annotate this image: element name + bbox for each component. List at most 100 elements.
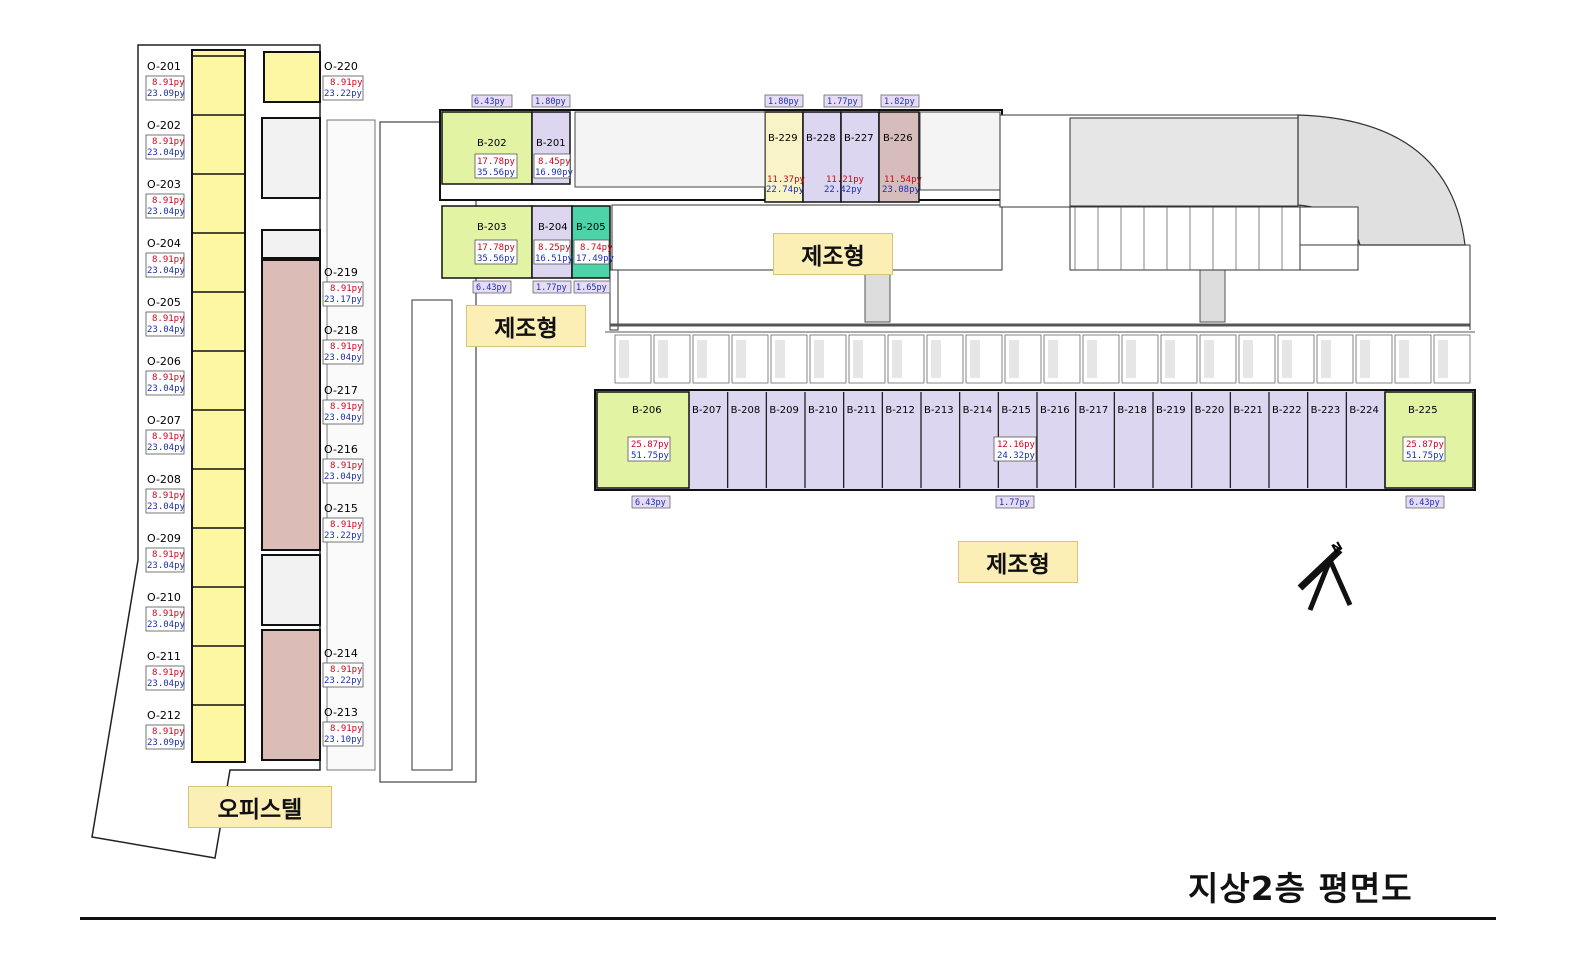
unit-b206-total: 51.75py	[631, 451, 670, 461]
unit-b225-total: 51.75py	[1406, 451, 1445, 461]
unit-b202-name: B-202	[477, 138, 507, 149]
unit-b205-total: 17.49py	[576, 254, 615, 264]
unit-label-b-217: B-217	[1079, 405, 1109, 416]
unit-b204-total: 16.51py	[535, 254, 574, 264]
unit-area-supply: 23.04py	[147, 679, 186, 689]
width-tag: 6.43py	[1409, 498, 1440, 508]
width-tag: 1.65py	[576, 283, 607, 293]
unit-area-exclusive: 8.91py	[330, 461, 363, 471]
unit-area-supply: 23.04py	[147, 148, 186, 158]
unit-label-o-218: O-218	[324, 324, 358, 337]
unit-b228-area: 11.21py	[826, 175, 865, 185]
unit-area-exclusive: 8.91py	[152, 78, 185, 88]
unit-label-b-223: B-223	[1311, 405, 1341, 416]
unit-area-supply: 23.04py	[147, 384, 186, 394]
unit-area-supply: 23.04py	[324, 472, 363, 482]
unit-label-b-212: B-212	[885, 405, 915, 416]
unit-area-supply: 23.22py	[324, 89, 363, 99]
unit-area-supply: 23.04py	[147, 620, 186, 630]
unit-label-o-203: O-203	[147, 178, 181, 191]
unit-b229-total: 22.74py	[766, 185, 805, 195]
unit-area-supply: 23.04py	[147, 443, 186, 453]
officetel-right-labels: O-2208.91py23.22pyO-2198.91py23.17pyO-21…	[322, 60, 364, 747]
width-tag: 1.77py	[999, 498, 1030, 508]
unit-area-exclusive: 8.91py	[152, 432, 185, 442]
unit-mid-area: 12.16py	[997, 440, 1036, 450]
width-tag: 1.82py	[884, 97, 915, 107]
width-tag: 6.43py	[635, 498, 666, 508]
width-tag: 1.77py	[536, 283, 567, 293]
officetel-left-labels: O-2018.91py23.09pyO-2028.91py23.04pyO-20…	[145, 60, 186, 750]
unit-label-o-205: O-205	[147, 296, 181, 309]
unit-b229-name: B-229	[768, 133, 798, 144]
b-unit-labels: B-202 17.78py 35.56py B-201 8.45py 16.90…	[474, 133, 1446, 462]
unit-label-o-208: O-208	[147, 473, 181, 486]
unit-b226-total: 23.08py	[882, 185, 921, 195]
unit-label-o-202: O-202	[147, 119, 181, 132]
zone-label-manufacturing-c: 제조형	[958, 541, 1078, 583]
unit-area-supply: 23.09py	[147, 738, 186, 748]
unit-area-supply: 23.04py	[324, 413, 363, 423]
zone-label-manufacturing-a: 제조형	[466, 305, 586, 347]
unit-b202-area: 17.78py	[477, 157, 516, 167]
unit-label-o-211: O-211	[147, 650, 181, 663]
unit-b205-name: B-205	[576, 222, 606, 233]
unit-b228-name: B-228	[806, 133, 836, 144]
unit-area-exclusive: 8.91py	[330, 724, 363, 734]
unit-b225-area: 25.87py	[1406, 440, 1445, 450]
unit-label-b-210: B-210	[808, 405, 838, 416]
parking-ramp	[999, 114, 1471, 330]
unit-label-o-206: O-206	[147, 355, 181, 368]
width-tags: 6.43py 1.80py 1.80py 1.77py 1.82py 6.43p…	[471, 94, 1445, 509]
unit-area-exclusive: 8.91py	[152, 609, 185, 619]
unit-label-o-219: O-219	[324, 266, 358, 279]
parking-bays	[614, 207, 1471, 384]
width-tag: 6.43py	[474, 97, 505, 107]
unit-b201-total: 16.90py	[535, 168, 574, 178]
unit-area-exclusive: 8.91py	[152, 373, 185, 383]
unit-b225-name: B-225	[1408, 405, 1438, 416]
unit-area-exclusive: 8.91py	[152, 137, 185, 147]
unit-area-supply: 23.22py	[324, 676, 363, 686]
unit-b203-name: B-203	[477, 222, 507, 233]
unit-area-supply: 23.17py	[324, 295, 363, 305]
unit-area-supply: 23.04py	[147, 207, 186, 217]
unit-label-o-216: O-216	[324, 443, 358, 456]
unit-area-exclusive: 8.91py	[152, 255, 185, 265]
unit-label-b-222: B-222	[1272, 405, 1302, 416]
unit-b229-area: 11.37py	[767, 175, 806, 185]
page-title: 지상2층 평면도	[1188, 869, 1413, 908]
unit-area-exclusive: 8.91py	[152, 727, 185, 737]
b-row-dividers	[727, 392, 1386, 488]
unit-label-b-216: B-216	[1040, 405, 1070, 416]
unit-b204-area: 8.25py	[538, 243, 571, 253]
unit-b206-name: B-206	[632, 405, 662, 416]
unit-b205-area: 8.74py	[580, 243, 613, 253]
unit-b202-total: 35.56py	[477, 168, 516, 178]
unit-b203-total: 35.56py	[477, 254, 516, 264]
unit-label-b-221: B-221	[1233, 405, 1263, 416]
unit-area-supply: 23.09py	[147, 89, 186, 99]
unit-b227-name: B-227	[844, 133, 874, 144]
unit-area-supply: 23.22py	[324, 531, 363, 541]
unit-label-o-204: O-204	[147, 237, 181, 250]
unit-area-supply: 23.04py	[147, 561, 186, 571]
unit-b226-name: B-226	[883, 133, 913, 144]
unit-label-o-210: O-210	[147, 591, 181, 604]
unit-area-supply: 23.04py	[147, 502, 186, 512]
unit-area-exclusive: 8.91py	[152, 491, 185, 501]
unit-area-supply: 23.04py	[324, 353, 363, 363]
title-underline	[80, 917, 1496, 920]
unit-label-b-209: B-209	[769, 405, 799, 416]
unit-area-exclusive: 8.91py	[330, 342, 363, 352]
unit-area-exclusive: 8.91py	[330, 402, 363, 412]
unit-label-o-201: O-201	[147, 60, 181, 73]
unit-label-b-211: B-211	[847, 405, 877, 416]
zone-label-manufacturing-b: 제조형	[773, 233, 893, 275]
unit-area-exclusive: 8.91py	[330, 665, 363, 675]
unit-label-b-214: B-214	[963, 405, 993, 416]
unit-area-exclusive: 8.91py	[152, 668, 185, 678]
unit-area-supply: 23.10py	[324, 735, 363, 745]
